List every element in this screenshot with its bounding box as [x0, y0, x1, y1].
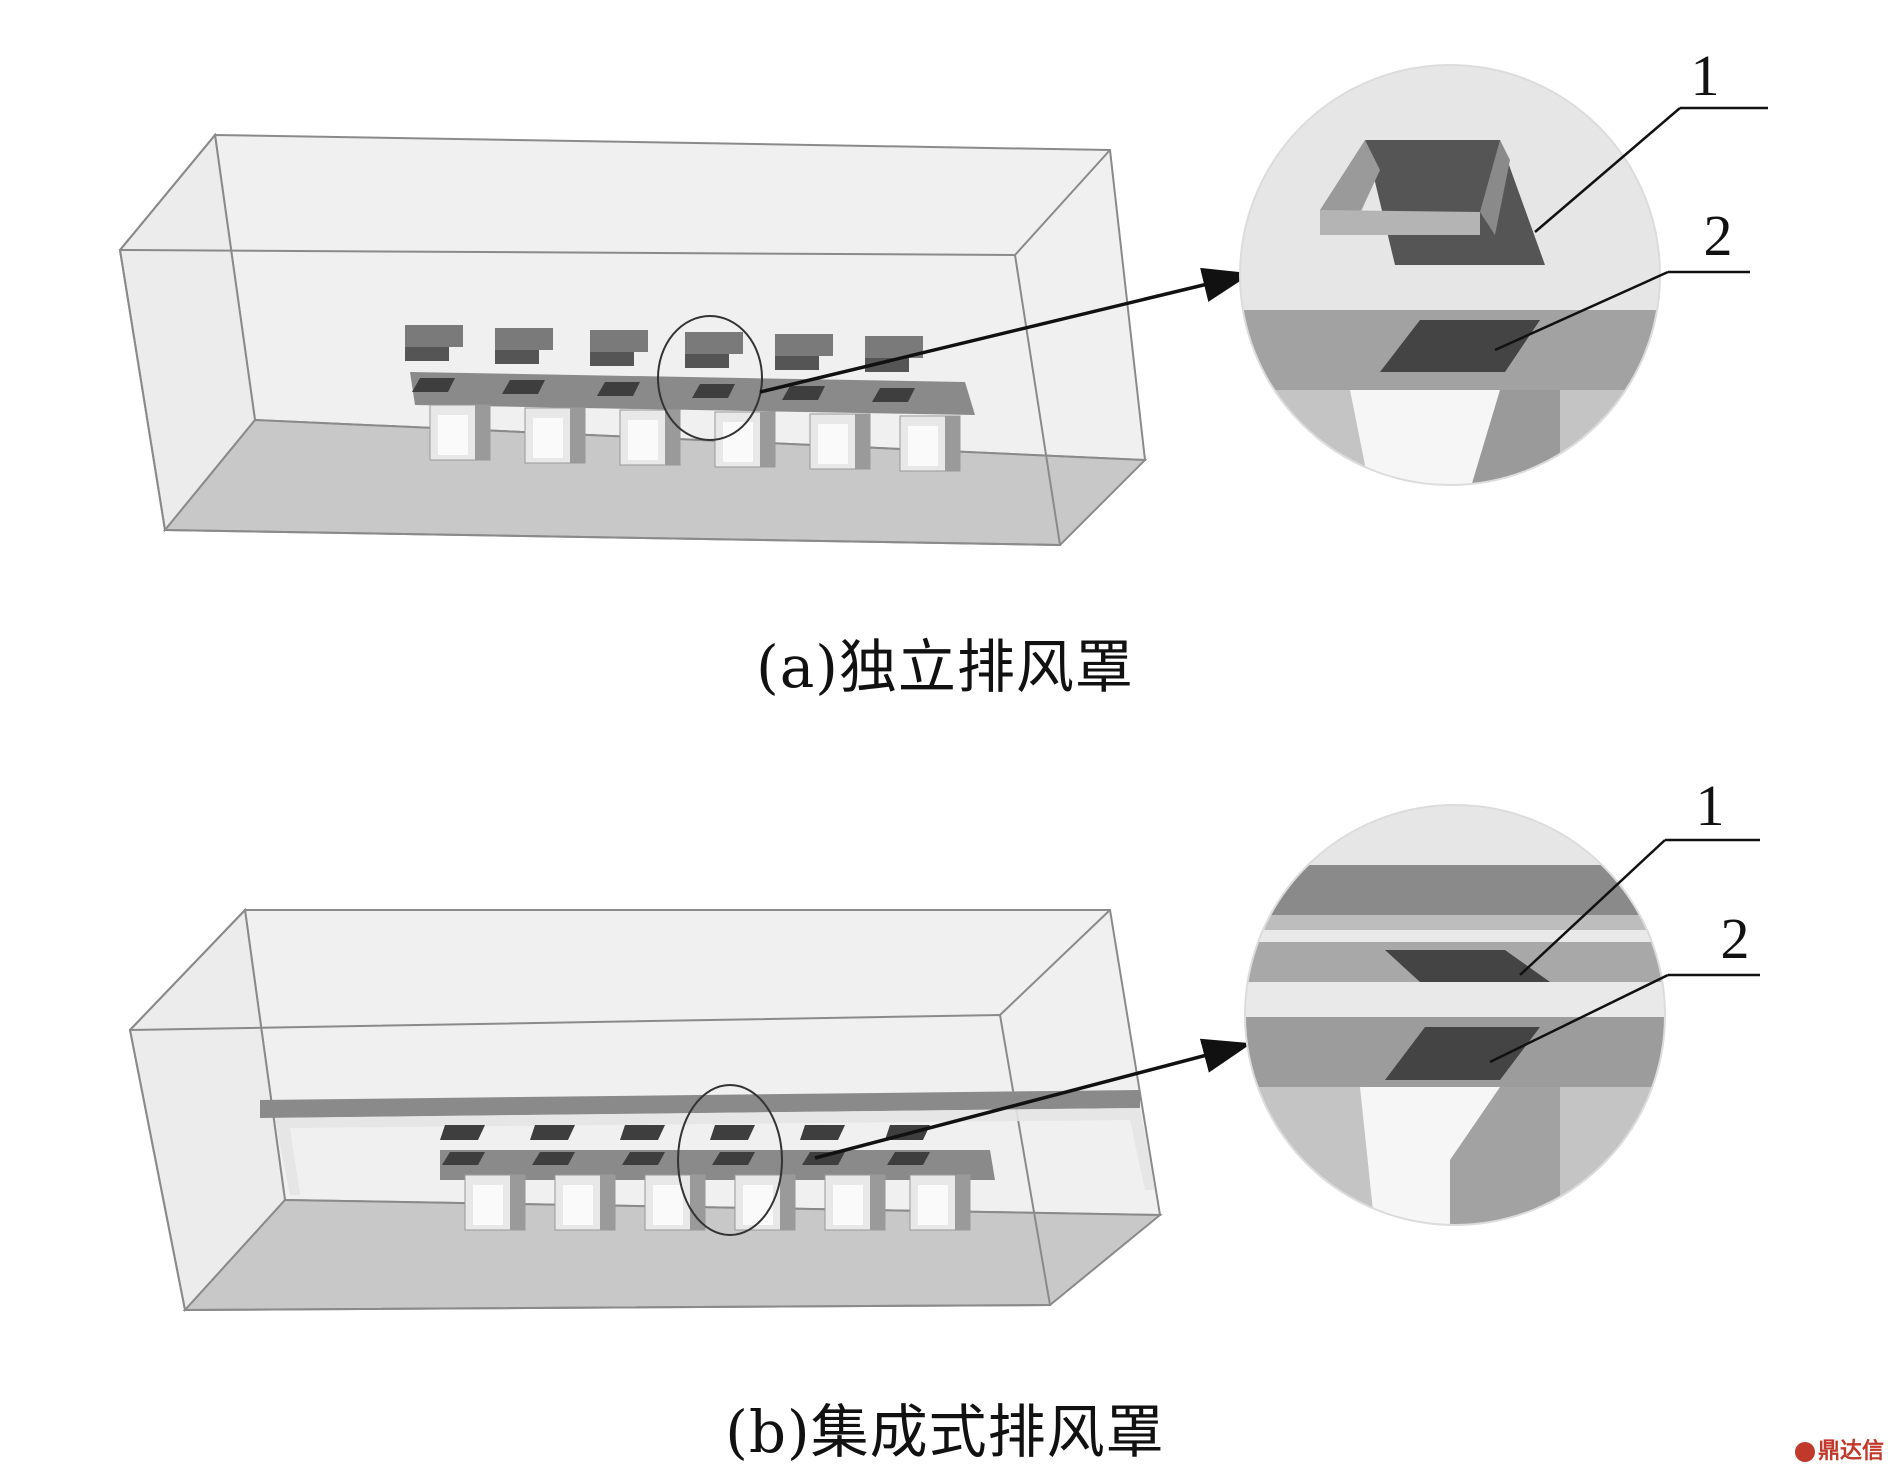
callout-label-a-1: 1 [1691, 43, 1720, 108]
callout-label-b-2: 2 [1721, 906, 1750, 971]
logo-icon [1794, 1442, 1815, 1462]
caption-b: (b)集成式排风罩 [725, 1398, 1165, 1466]
zoom-circle-b [1245, 805, 1665, 1225]
callouts-b: 1 2 [1489, 773, 1760, 1064]
callout-label-a-2: 2 [1704, 203, 1733, 268]
watermark: 鼎达信 [1794, 1433, 1884, 1465]
seat-row-b [464, 1174, 971, 1231]
seat-row-a [429, 404, 961, 472]
callout-label-b-1: 1 [1696, 773, 1725, 838]
zoom-circle-a [1240, 65, 1660, 485]
zoom-arrow-a [759, 267, 1252, 394]
highlight-ellipse-a [657, 315, 763, 441]
hood-row-a [405, 325, 923, 372]
zoom-arrow-b [814, 1038, 1252, 1160]
panel-a-model [118, 132, 1148, 547]
callouts-a: 1 2 [1494, 43, 1768, 352]
caption-a: (a)独立排风罩 [756, 633, 1134, 701]
watermark-text: 鼎达信 [1817, 1439, 1884, 1464]
highlight-ellipse-b [677, 1084, 783, 1236]
panel-b-model [128, 907, 1163, 1313]
